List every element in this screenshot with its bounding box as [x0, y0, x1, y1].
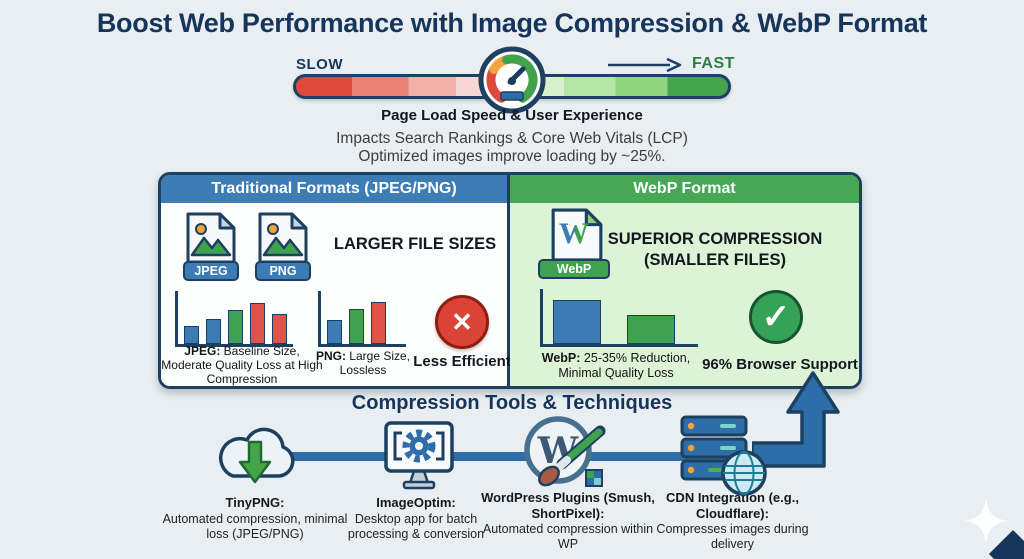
impact-text-line2: Optimized images improve loading by ~25%…	[358, 148, 666, 165]
chart-bar	[250, 302, 265, 344]
png-file-icon: PNG	[255, 211, 311, 281]
webp-panel-header: WebP Format	[510, 175, 859, 203]
tool-desc: Automated compression within WP	[482, 522, 654, 552]
webp-file-icon: W WebP	[538, 207, 610, 279]
tool-desc: Desktop app for batch processing & conve…	[347, 511, 485, 541]
chart-bar	[272, 314, 287, 344]
tool-name: CDN Integration (e.g., Cloudflare):	[666, 490, 799, 521]
tool-wordpress-plugins: WordPress Plugins (Smush, ShortPixel): A…	[478, 490, 658, 553]
chart-bar	[228, 310, 243, 344]
cloud-download-icon	[203, 418, 307, 495]
fast-label: FAST	[692, 55, 735, 72]
monitor-gear-icon	[378, 419, 460, 496]
slow-label: SLOW	[296, 56, 343, 73]
headline-line2: (SMALLER FILES)	[643, 251, 787, 270]
larger-file-sizes-headline: LARGER FILE SIZES	[333, 235, 497, 253]
less-efficient-label: Less Efficient	[413, 353, 511, 370]
webp-badge: WebP	[538, 259, 610, 279]
cross-icon: ✕	[435, 295, 489, 349]
webp-format-panel: WebP Format W WebP SUPERIOR COMPRESSION …	[510, 175, 859, 386]
impact-text-line1: Impacts Search Rankings & Core Web Vital…	[336, 130, 688, 147]
chart-bar	[206, 318, 221, 344]
tool-name: ImageOptim:	[376, 495, 456, 510]
chart-bar	[627, 315, 675, 344]
png-chart-caption-text: Large Size, Lossless	[339, 349, 411, 378]
chart-bar	[553, 300, 601, 344]
webp-chart-caption-label: WebP:	[541, 351, 581, 365]
webp-chart-caption-text: 25-35% Reduction, Minimal Quality Loss	[558, 351, 691, 380]
tool-name: WordPress Plugins (Smush, ShortPixel):	[481, 490, 655, 521]
superior-compression-headline: SUPERIOR COMPRESSION (SMALLER FILES)	[602, 229, 828, 272]
chart-bar	[371, 301, 386, 344]
traditional-panel-header: Traditional Formats (JPEG/PNG)	[161, 175, 507, 203]
gauge-caption: Page Load Speed & User Experience	[381, 107, 643, 124]
traditional-formats-panel: Traditional Formats (JPEG/PNG) JPEG	[161, 175, 511, 386]
png-badge: PNG	[255, 261, 311, 281]
tool-name: TinyPNG:	[225, 495, 285, 510]
jpeg-file-icon: JPEG	[183, 211, 239, 281]
tool-tinypng: TinyPNG: Automated compression, minimal …	[162, 495, 348, 542]
chart-bar	[184, 325, 199, 344]
server-globe-icon	[678, 413, 772, 502]
tool-desc: Compresses images during delivery	[656, 522, 809, 552]
tool-cdn-integration: CDN Integration (e.g., Cloudflare): Comp…	[650, 490, 815, 553]
headline-line1: SUPERIOR COMPRESSION	[607, 230, 823, 248]
tool-imageoptim: ImageOptim: Desktop app for batch proces…	[332, 495, 500, 542]
page-title: Boost Web Performance with Image Compres…	[96, 8, 928, 38]
png-bar-chart	[318, 291, 406, 347]
jpeg-bar-chart	[175, 291, 293, 347]
jpeg-chart-caption: JPEG: Baseline Size, Moderate Quality Lo…	[161, 344, 323, 386]
fast-arrow-icon	[606, 57, 684, 77]
chart-bar	[327, 319, 342, 344]
webp-bar-chart	[540, 289, 698, 347]
tools-section-heading: Compression Tools & Techniques	[351, 392, 673, 414]
traditional-panel-body: JPEG PNG LARGER FILE SIZES JPEG: Baselin…	[161, 203, 511, 386]
png-chart-caption: PNG: Large Size, Lossless	[297, 349, 429, 377]
up-arrow-to-webp	[750, 367, 844, 474]
sparkle-icon	[963, 498, 1009, 549]
tool-desc: Automated compression, minimal loss (JPE…	[162, 511, 348, 541]
speedometer-icon	[477, 45, 547, 115]
webp-logo-letter: W	[546, 217, 602, 251]
jpeg-badge: JPEG	[183, 261, 239, 281]
jpeg-chart-caption-text: Baseline Size, Moderate Quality Loss at …	[161, 344, 323, 387]
chart-bar	[349, 309, 364, 344]
format-comparison-panels: Traditional Formats (JPEG/PNG) JPEG	[158, 172, 862, 389]
png-chart-caption-label: PNG:	[315, 349, 346, 363]
jpeg-chart-caption-label: JPEG:	[184, 344, 221, 358]
webp-chart-caption: WebP: 25-35% Reduction, Minimal Quality …	[520, 351, 712, 381]
checkmark-icon: ✓	[749, 290, 803, 344]
browser-support-label: 96% Browser Support	[702, 356, 858, 373]
webp-panel-body: W WebP SUPERIOR COMPRESSION (SMALLER FIL…	[510, 203, 859, 386]
wordpress-brush-icon: W	[522, 412, 614, 501]
